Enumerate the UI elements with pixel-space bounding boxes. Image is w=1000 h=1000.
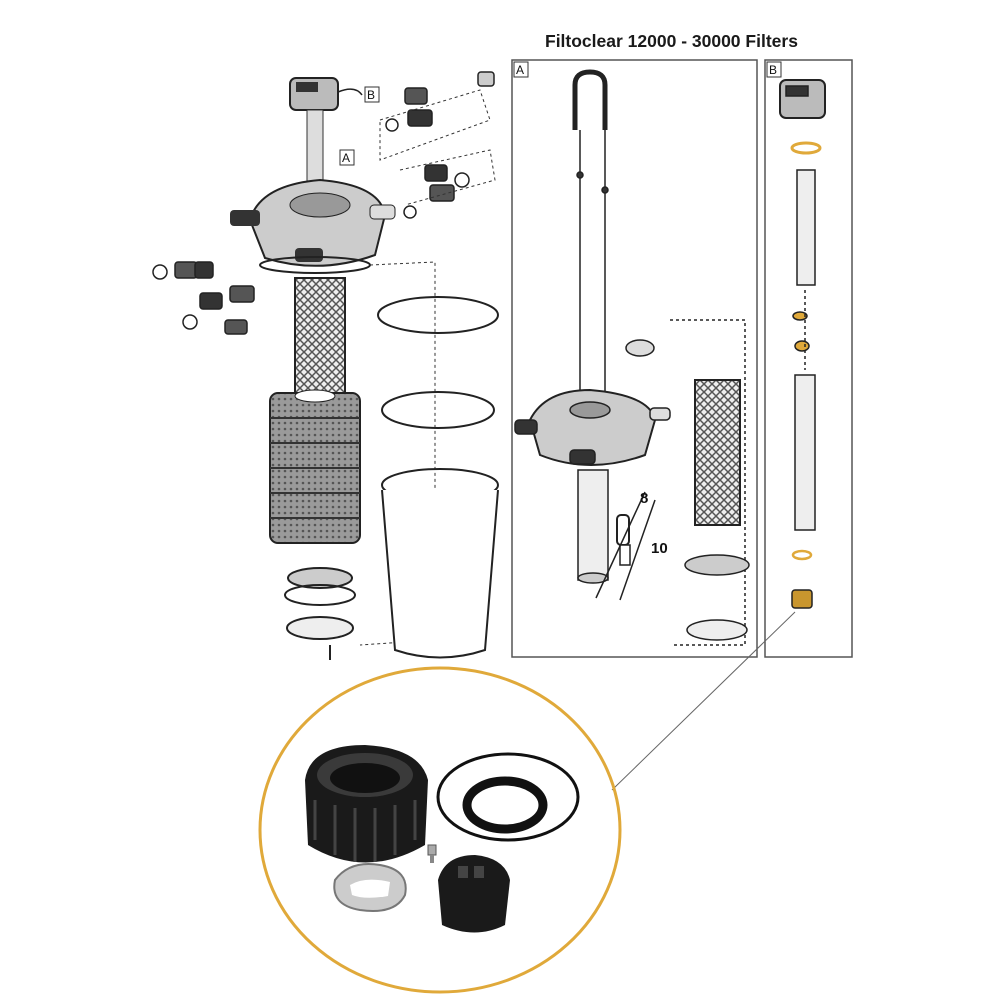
- black-cap: [438, 855, 510, 933]
- metal-clip: [333, 863, 407, 912]
- callout-line: [611, 611, 796, 791]
- uvc-control-unit: [289, 77, 363, 186]
- highlight-circle: [258, 666, 622, 994]
- hose-connectors: [152, 71, 495, 335]
- large-o-ring: [436, 752, 580, 842]
- small-screw: [427, 844, 437, 863]
- part-8-label: 8: [640, 490, 648, 507]
- panel-b-label: B: [769, 63, 777, 77]
- part-10-label: 10: [651, 540, 668, 557]
- base-rings: [284, 567, 356, 660]
- panel-a-label: A: [516, 63, 524, 77]
- panel-a-box: A: [511, 59, 758, 658]
- panel-a-assembly: [514, 69, 750, 646]
- panel-b-box: B: [764, 59, 853, 658]
- flat-gasket: [462, 776, 548, 834]
- left-a-label: A: [342, 151, 350, 165]
- panel-b-uvc-tube: [779, 79, 826, 609]
- filter-container: [377, 296, 499, 659]
- black-threaded-nut: [305, 745, 428, 863]
- filter-mesh-tube: [294, 277, 346, 394]
- foam-stack: [269, 389, 361, 544]
- left-b-label: B: [367, 88, 375, 102]
- diagram-title: Filtoclear 12000 - 30000 Filters: [545, 31, 798, 51]
- filter-lid-housing: [230, 178, 396, 274]
